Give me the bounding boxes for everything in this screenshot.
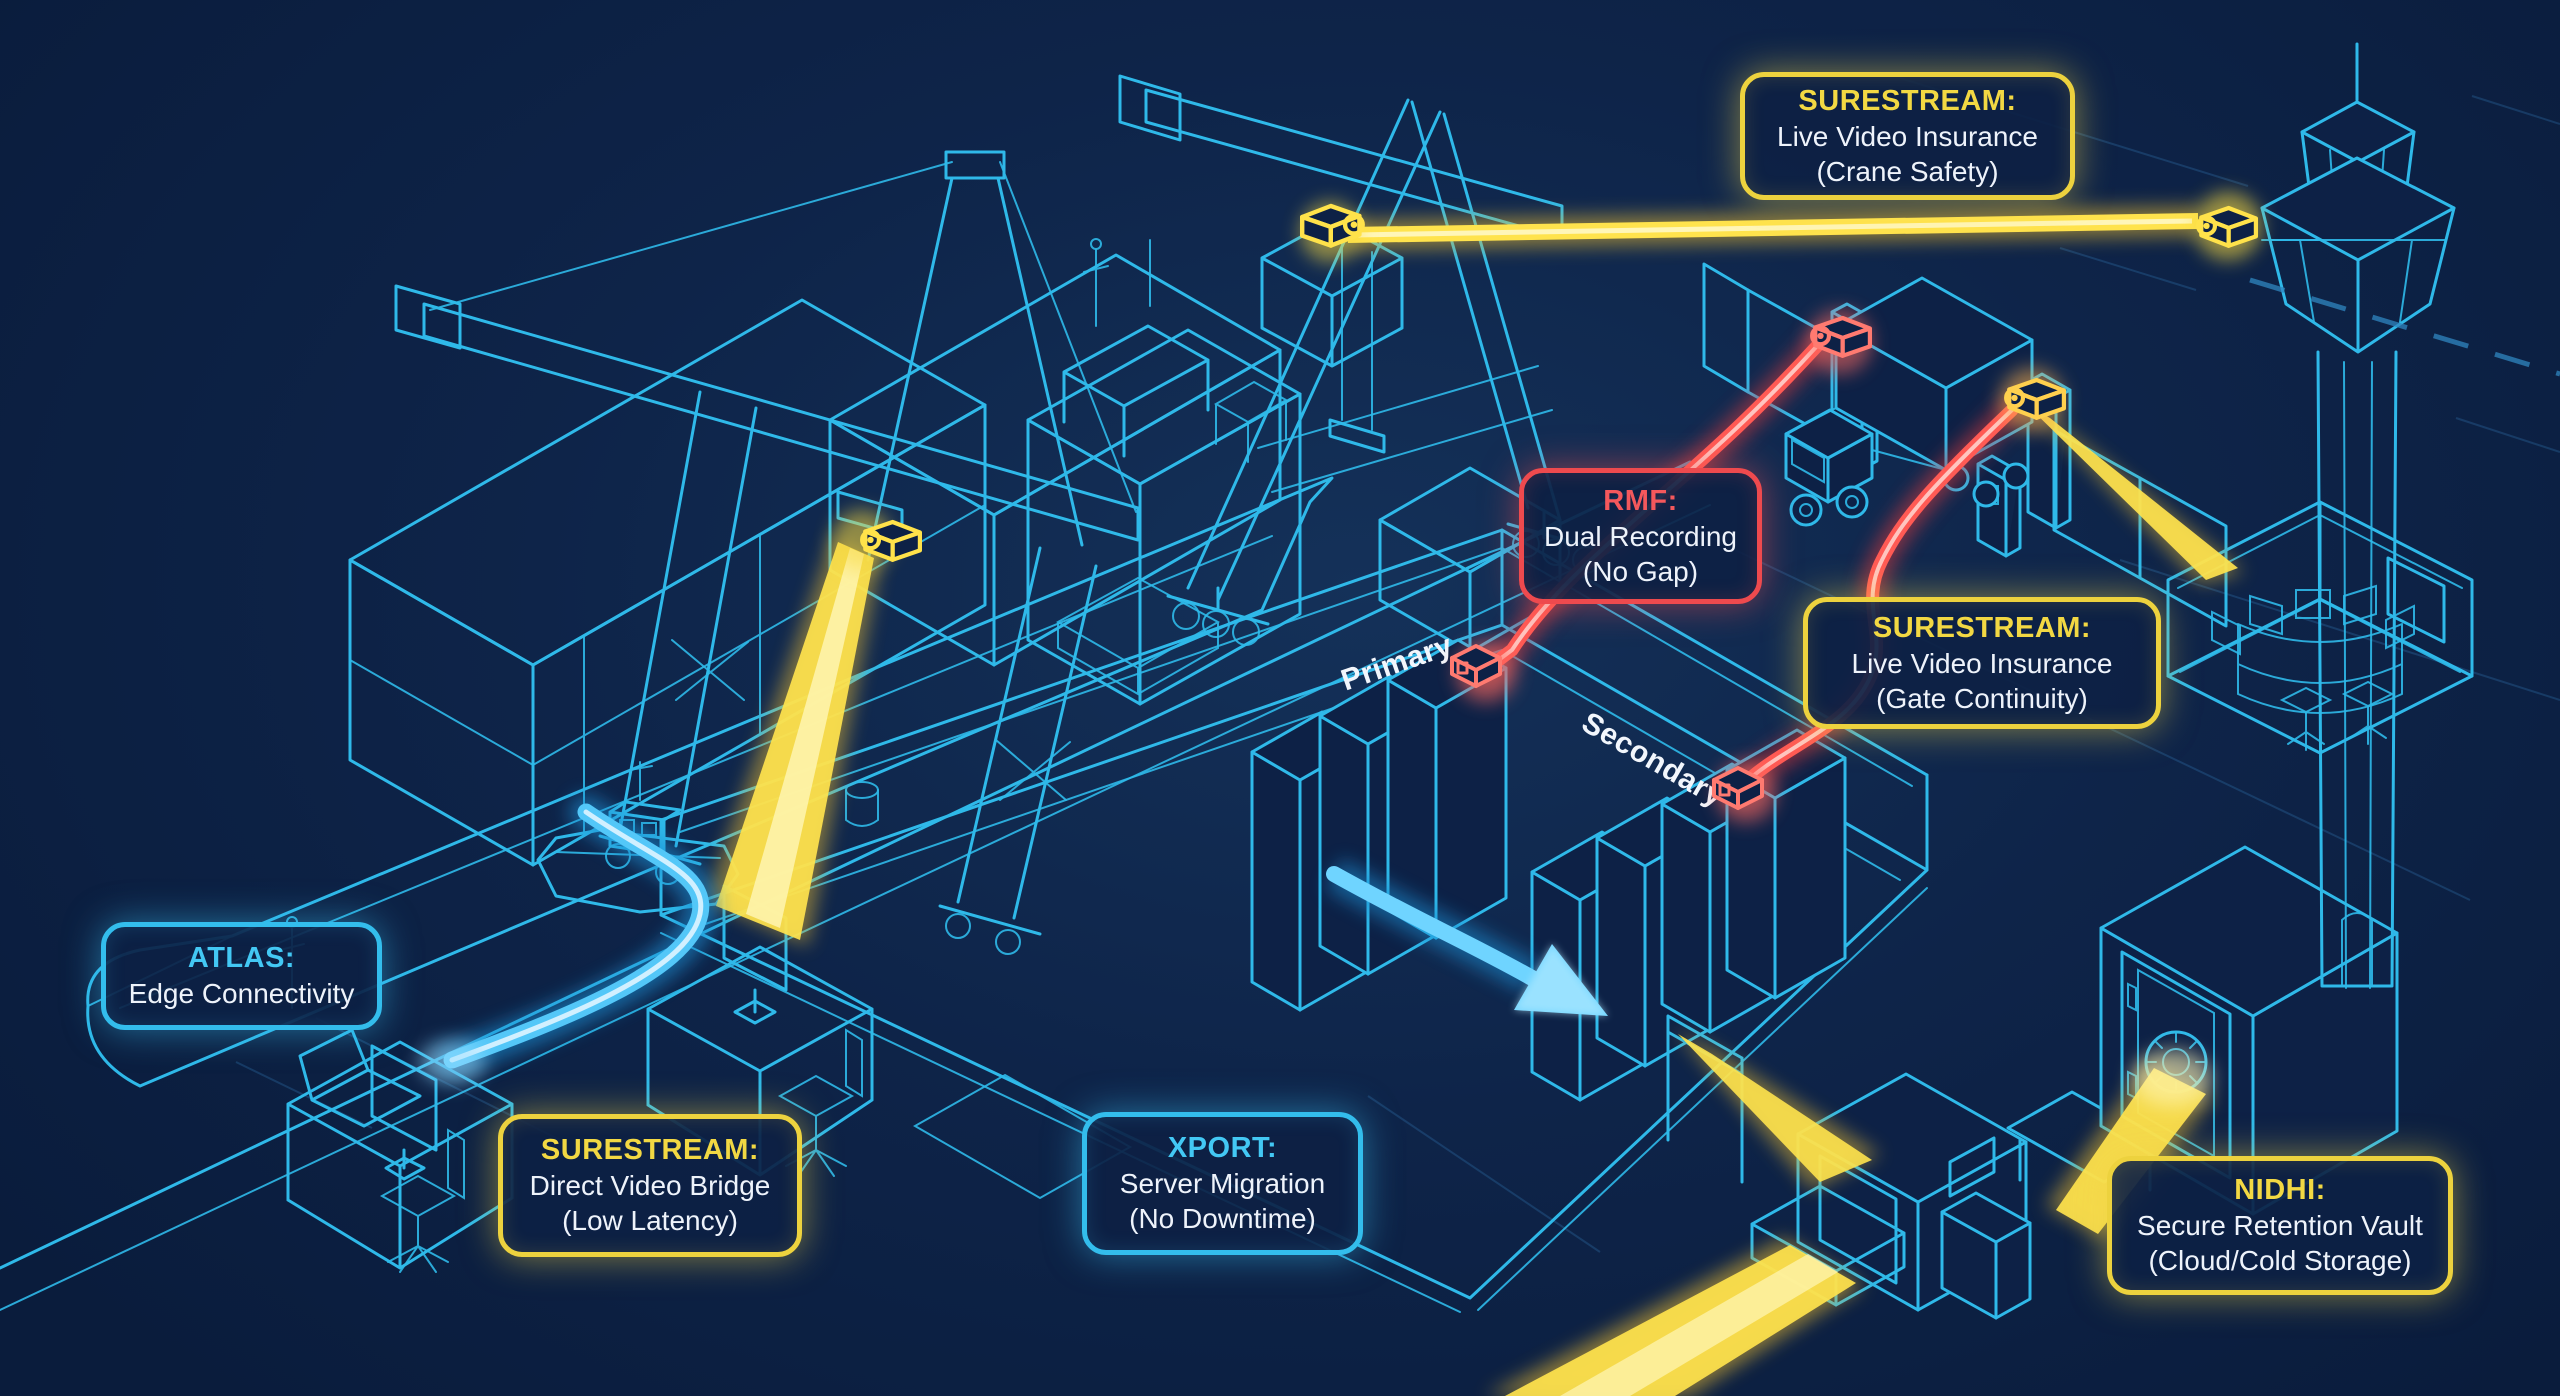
wall-doorway xyxy=(1666,1014,1744,1184)
camera-ledge xyxy=(1260,218,1404,368)
callout-line: (Cloud/Cold Storage) xyxy=(2148,1245,2412,1276)
road-center-line xyxy=(2249,277,2560,377)
callout-title: ATLAS: xyxy=(187,942,296,974)
edge-workstation xyxy=(286,1028,514,1273)
laptop xyxy=(298,1028,422,1128)
callout-line: Secure Retention Vault xyxy=(2137,1210,2423,1241)
secondary-label: Secondary xyxy=(1576,706,1729,814)
callout-rmf: RMF: Dual Recording (No Gap) xyxy=(1519,468,1762,604)
callout-gate-continuity: SURESTREAM: Live Video Insurance (Gate C… xyxy=(1803,597,2161,729)
callout-xport: XPORT: Server Migration (No Downtime) xyxy=(1082,1112,1363,1255)
scanner-console xyxy=(1940,1136,2032,1320)
tower-door xyxy=(2341,912,2373,987)
video-beams-yellow xyxy=(706,206,2244,1396)
callout-title: RMF: xyxy=(1603,484,1678,517)
container-stack xyxy=(828,253,1282,667)
office-chair xyxy=(379,1128,465,1273)
beam-platform-to-scanner xyxy=(1674,1028,1880,1190)
callout-line: (No Gap) xyxy=(1582,555,1699,587)
callout-line: Direct Video Bridge xyxy=(529,1170,771,1201)
ship-bridge xyxy=(1026,238,1302,706)
xray-scanner xyxy=(1666,1014,2170,1320)
wall-tv xyxy=(2386,556,2446,644)
migration-arrow xyxy=(1325,859,1608,1016)
callout-line: Live Video Insurance xyxy=(1851,647,2113,679)
side-platform xyxy=(1055,576,1221,696)
control-tower xyxy=(2260,42,2456,989)
callout-line: Edge Connectivity xyxy=(128,978,355,1009)
callout-direct-bridge: SURESTREAM: Direct Video Bridge (Low Lat… xyxy=(498,1114,802,1257)
callout-line: (Crane Safety) xyxy=(1816,155,1999,187)
beam-crane-to-tower xyxy=(1348,206,2198,250)
callout-line: Server Migration xyxy=(1119,1168,1326,1199)
callout-title: XPORT: xyxy=(1167,1132,1278,1164)
devices xyxy=(832,192,2262,822)
desk-monitor xyxy=(370,1044,438,1181)
callout-line: Live Video Insurance xyxy=(1777,120,2038,152)
callout-title: SURESTREAM: xyxy=(1872,611,2092,644)
quay-edge xyxy=(0,460,1711,1311)
chairs xyxy=(2279,680,2395,751)
callout-title: SURESTREAM: xyxy=(540,1134,760,1166)
callout-title: NIDHI: xyxy=(2234,1174,2326,1206)
callout-line: (No Downtime) xyxy=(1129,1203,1316,1234)
beam-crane-to-desk xyxy=(706,538,880,946)
beam-scanner-out xyxy=(1486,1238,1864,1396)
callout-line: (Low Latency) xyxy=(562,1205,738,1236)
bollard xyxy=(845,781,879,827)
callout-atlas: ATLAS: Edge Connectivity xyxy=(101,922,382,1030)
edge-connectivity-cable xyxy=(418,812,701,1084)
beam-gate-to-control-room xyxy=(2024,400,2244,584)
callout-line: (Gate Continuity) xyxy=(1876,682,2088,714)
container-ship xyxy=(86,238,1334,1088)
beam-scanner-to-vault xyxy=(2046,1050,2214,1240)
callout-line: Dual Recording xyxy=(1544,520,1737,552)
callout-nidhi: NIDHI: Secure Retention Vault (Cloud/Col… xyxy=(2107,1156,2453,1295)
callout-crane-safety: SURESTREAM: Live Video Insurance (Crane … xyxy=(1740,72,2075,200)
callout-title: SURESTREAM: xyxy=(1798,84,2017,117)
